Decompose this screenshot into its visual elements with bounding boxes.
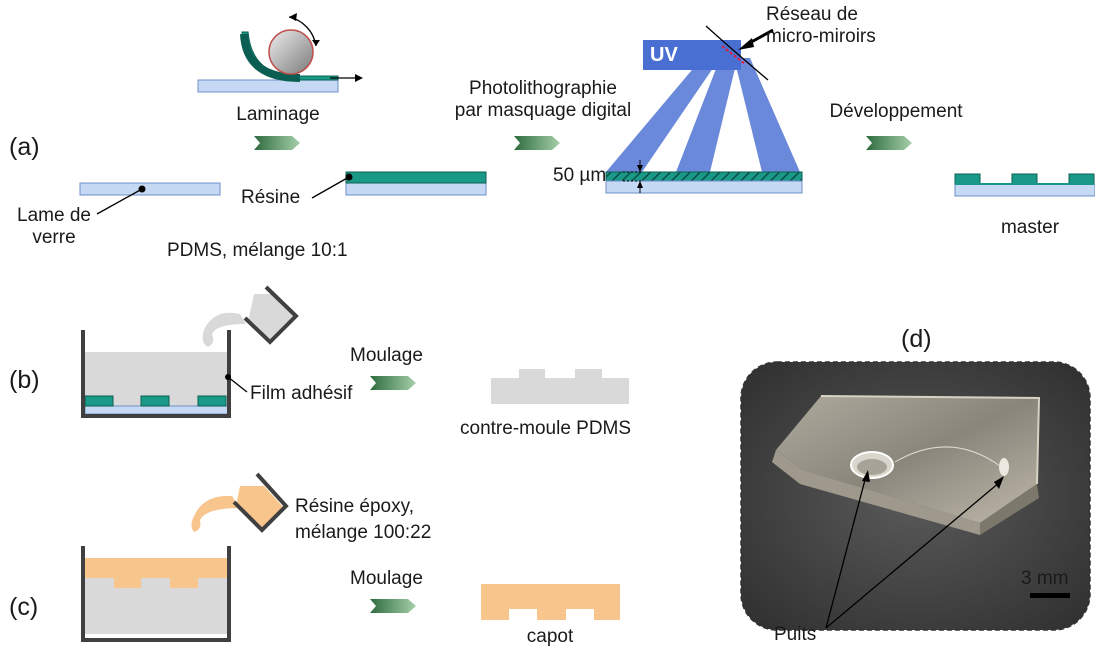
process-arrow (254, 136, 300, 150)
uv-beam (643, 40, 741, 70)
wells-label: Puits (774, 624, 817, 645)
epoxy-cap (481, 584, 620, 620)
epoxy-pouring-illustration (81, 472, 289, 642)
process-arrow (370, 376, 416, 390)
uv-label: UV (650, 44, 678, 66)
panel-label-d: (d) (901, 325, 932, 353)
resin-layer (345, 171, 487, 184)
device-photo (740, 361, 1091, 631)
micromirror-array-label: Réseau de micro-miroirs (766, 4, 876, 47)
panel-label-b: (b) (9, 366, 40, 394)
roller-ball (268, 29, 314, 75)
adhesive-film-label: Film adhésif (250, 383, 353, 404)
pdms-countermold (491, 369, 629, 404)
panel-label-c: (c) (9, 593, 39, 621)
uv-exposure-illustration (605, 25, 803, 194)
scale-bar-label: 3 mm (1021, 568, 1069, 589)
lamination-label: Laminage (236, 104, 320, 125)
process-arrow (866, 136, 912, 150)
lamination-illustration (197, 13, 363, 93)
glass-slide-pointer-line (96, 188, 143, 215)
pdms-mix-label: PDMS, mélange 10:1 (167, 240, 348, 261)
process-arrow (370, 599, 416, 613)
glass-slide (79, 182, 221, 196)
molding-label-b: Moulage (350, 345, 423, 366)
scale-bar (1030, 593, 1070, 598)
photolithography-label: Photolithographie par masquage digital (454, 78, 632, 121)
master-label: master (1000, 217, 1060, 238)
resin-pointer-line (311, 176, 350, 199)
process-arrow (514, 136, 560, 150)
glass-slide-label: Lame de verre (17, 205, 91, 248)
pdms-pouring-illustration (81, 285, 299, 418)
thickness-label: 50 µm (553, 165, 607, 186)
development-label: Développement (829, 101, 963, 122)
resin-slide-glass (345, 182, 487, 196)
resin-label: Résine (241, 187, 301, 208)
countermold-label: contre-moule PDMS (460, 418, 632, 439)
molding-label-c: Moulage (350, 568, 423, 589)
epoxy-mix-label: Résine époxy, mélange 100:22 (295, 496, 432, 543)
panel-label-a: (a) (9, 133, 40, 161)
cap-label: capot (526, 626, 574, 647)
master-illustration (954, 173, 1095, 197)
